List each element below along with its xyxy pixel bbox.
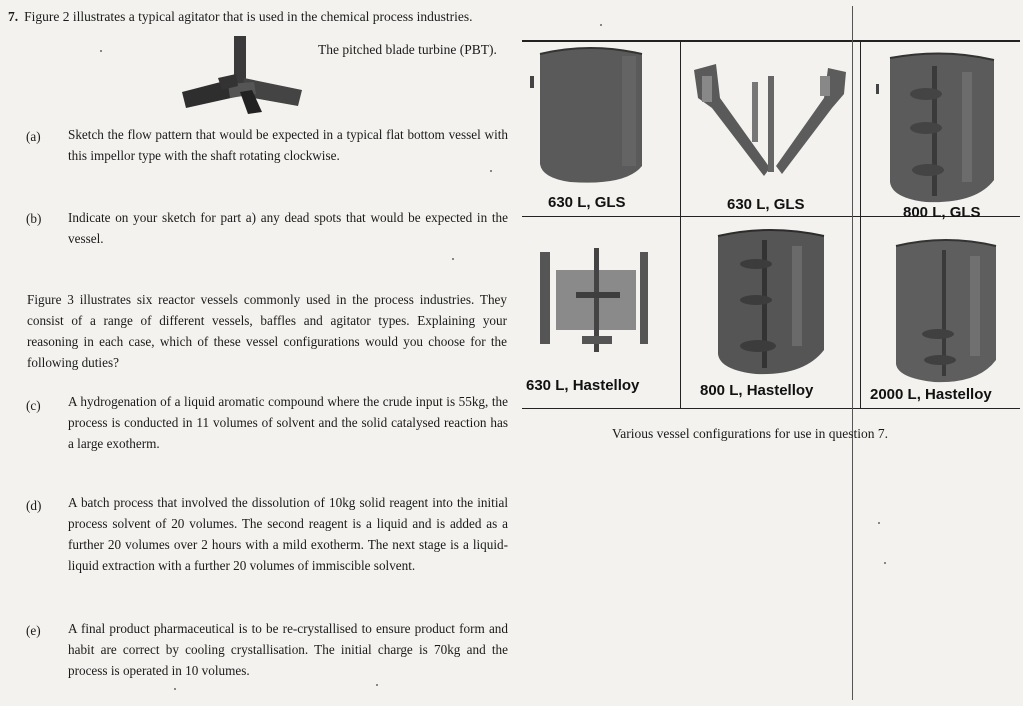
vessel-6-label: 2000 L, Hastelloy	[870, 386, 992, 403]
part-b-text: Indicate on your sketch for part a) any …	[68, 210, 508, 246]
scan-speck	[490, 170, 492, 172]
question-title: 7. Figure 2 illustrates a typical agitato…	[8, 6, 473, 27]
scan-speck	[600, 24, 602, 26]
part-d-text: A batch process that involved the dissol…	[68, 495, 508, 573]
part-b-label: (b)	[26, 211, 42, 226]
vessel-5-image	[717, 229, 825, 375]
vessel-4-label: 630 L, Hastelloy	[526, 377, 640, 394]
scan-speck	[884, 562, 886, 564]
vessel-1-image	[530, 47, 643, 183]
part-a-text: Sketch the flow pattern that would be ex…	[68, 127, 508, 163]
part-e-text: A final product pharmaceutical is to be …	[68, 621, 508, 678]
part-d-label: (d)	[26, 498, 42, 513]
vessel-2-image	[694, 64, 846, 176]
part-c-label: (c)	[26, 398, 41, 413]
vessel-2-label: 630 L, GLS	[727, 196, 805, 213]
scan-speck	[452, 258, 454, 260]
vessel-3-image	[876, 52, 995, 203]
figure3-caption: Various vessel configurations for use in…	[612, 426, 888, 441]
vessel-4-image	[540, 248, 648, 352]
pbt-caption: The pitched blade turbine (PBT).	[318, 42, 497, 57]
vessel-6-image	[895, 239, 997, 383]
scan-speck	[376, 684, 378, 686]
question-title-text: Figure 2 illustrates a typical agitator …	[24, 9, 473, 24]
vessel-5-label: 800 L, Hastelloy	[700, 382, 814, 399]
pbt-agitator-image	[182, 36, 302, 114]
question-number: 7.	[8, 9, 19, 24]
scan-speck	[174, 688, 176, 690]
scan-speck	[878, 522, 880, 524]
vessel-1-label: 630 L, GLS	[548, 194, 626, 211]
scan-speck	[100, 50, 102, 52]
part-a-label: (a)	[26, 129, 41, 144]
vessel-3-label: 800 L, GLS	[903, 204, 981, 221]
part-c-text: A hydrogenation of a liquid aromatic com…	[68, 394, 508, 451]
part-e-label: (e)	[26, 623, 41, 638]
figure3-intro: Figure 3 illustrates six reactor vessels…	[27, 292, 507, 370]
